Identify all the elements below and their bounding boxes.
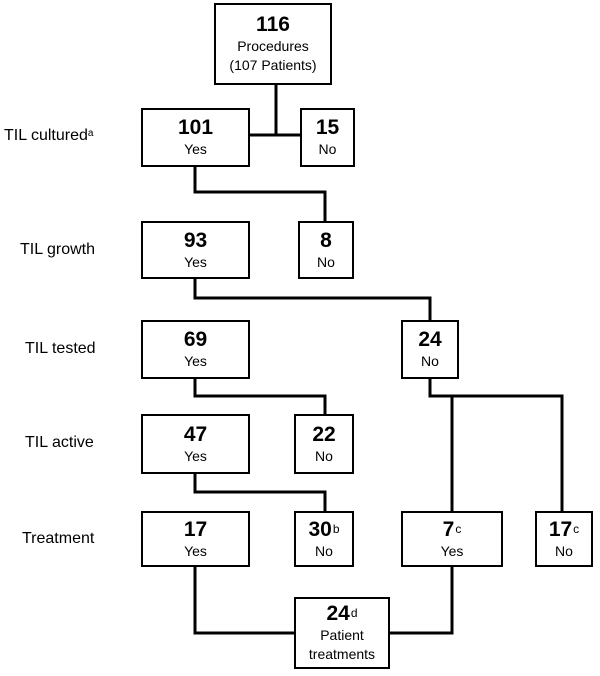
row-label-til-growth: TIL growth xyxy=(20,241,95,258)
node-text: Yes xyxy=(184,447,207,464)
node-text: Yes xyxy=(184,542,207,559)
node-value: 17 xyxy=(183,517,208,541)
row-label-til-tested: TIL tested xyxy=(25,340,96,357)
connector-treated-to-patient-treatments xyxy=(193,565,454,635)
node-text: Patient xyxy=(320,627,364,643)
footnote-marker: c xyxy=(455,521,462,536)
row-label-til-active: TIL active xyxy=(25,434,94,451)
node-value: 47 xyxy=(183,422,208,446)
node-value: 24 xyxy=(418,328,442,351)
node-active-yes: 47 Yes xyxy=(141,414,250,474)
node-untested-treatment-yes: 7c Yes xyxy=(401,511,503,567)
connector-tested-to-active xyxy=(193,377,327,416)
node-number: 30 xyxy=(308,517,332,541)
node-text: Procedures xyxy=(237,38,309,54)
node-treatment-no: 30b No xyxy=(294,511,354,567)
node-value: 69 xyxy=(183,328,208,351)
node-growth-yes: 93 Yes xyxy=(141,221,250,279)
node-value: 24d xyxy=(326,602,357,626)
node-growth-no: 8 No xyxy=(298,221,354,279)
node-number: 7 xyxy=(442,517,455,541)
node-text: No xyxy=(315,542,333,559)
node-value: 22 xyxy=(312,422,336,446)
node-patient-treatments: 24d Patient treatments xyxy=(294,597,390,669)
node-value: 8 xyxy=(320,228,332,252)
node-number: 17 xyxy=(548,517,573,541)
node-text: No xyxy=(315,447,333,464)
node-text: No xyxy=(317,253,335,270)
row-label-til-cultured: TIL cultureda xyxy=(4,126,93,146)
node-value: 7c xyxy=(443,518,462,542)
row-label-treatment: Treatment xyxy=(22,530,95,547)
footnote-marker: a xyxy=(87,128,94,139)
footnote-marker: c xyxy=(573,521,580,536)
node-value: 116 xyxy=(256,13,290,36)
node-text: No xyxy=(421,353,439,369)
row-label-text: TIL cultured xyxy=(4,127,88,144)
node-text: No xyxy=(318,141,337,157)
footnote-marker: d xyxy=(350,606,358,620)
node-treatment-yes: 17 Yes xyxy=(141,511,250,567)
node-value: 30b xyxy=(308,518,339,542)
node-value: 101 xyxy=(177,116,214,139)
node-untested-treatment-no: 17c No xyxy=(535,511,593,567)
node-text: Yes xyxy=(184,141,207,157)
connector-procedures-to-cultured xyxy=(248,83,302,137)
node-text: No xyxy=(555,542,573,559)
connector-growth-to-tested xyxy=(193,277,432,322)
node-value: 93 xyxy=(183,228,208,252)
node-text: (107 Patients) xyxy=(229,57,317,73)
node-text: Yes xyxy=(440,542,464,559)
node-cultured-yes: 101 Yes xyxy=(141,108,250,167)
node-value: 15 xyxy=(315,116,340,139)
node-text: Yes xyxy=(184,353,207,369)
node-text: treatments xyxy=(308,646,376,662)
connector-untested-to-treatment xyxy=(428,377,564,513)
node-cultured-no: 15 No xyxy=(300,108,355,167)
node-procedures: 116 Procedures (107 Patients) xyxy=(214,3,332,85)
node-text: Yes xyxy=(184,253,207,270)
connector-active-to-treatment xyxy=(193,472,327,513)
node-number: 24 xyxy=(326,602,350,625)
footnote-marker: b xyxy=(332,521,340,536)
node-tested-no: 24 No xyxy=(401,320,459,379)
node-active-no: 22 No xyxy=(294,414,354,474)
node-value: 17c xyxy=(549,518,579,542)
node-tested-yes: 69 Yes xyxy=(141,320,250,379)
connector-cultured-to-growth xyxy=(193,165,327,223)
